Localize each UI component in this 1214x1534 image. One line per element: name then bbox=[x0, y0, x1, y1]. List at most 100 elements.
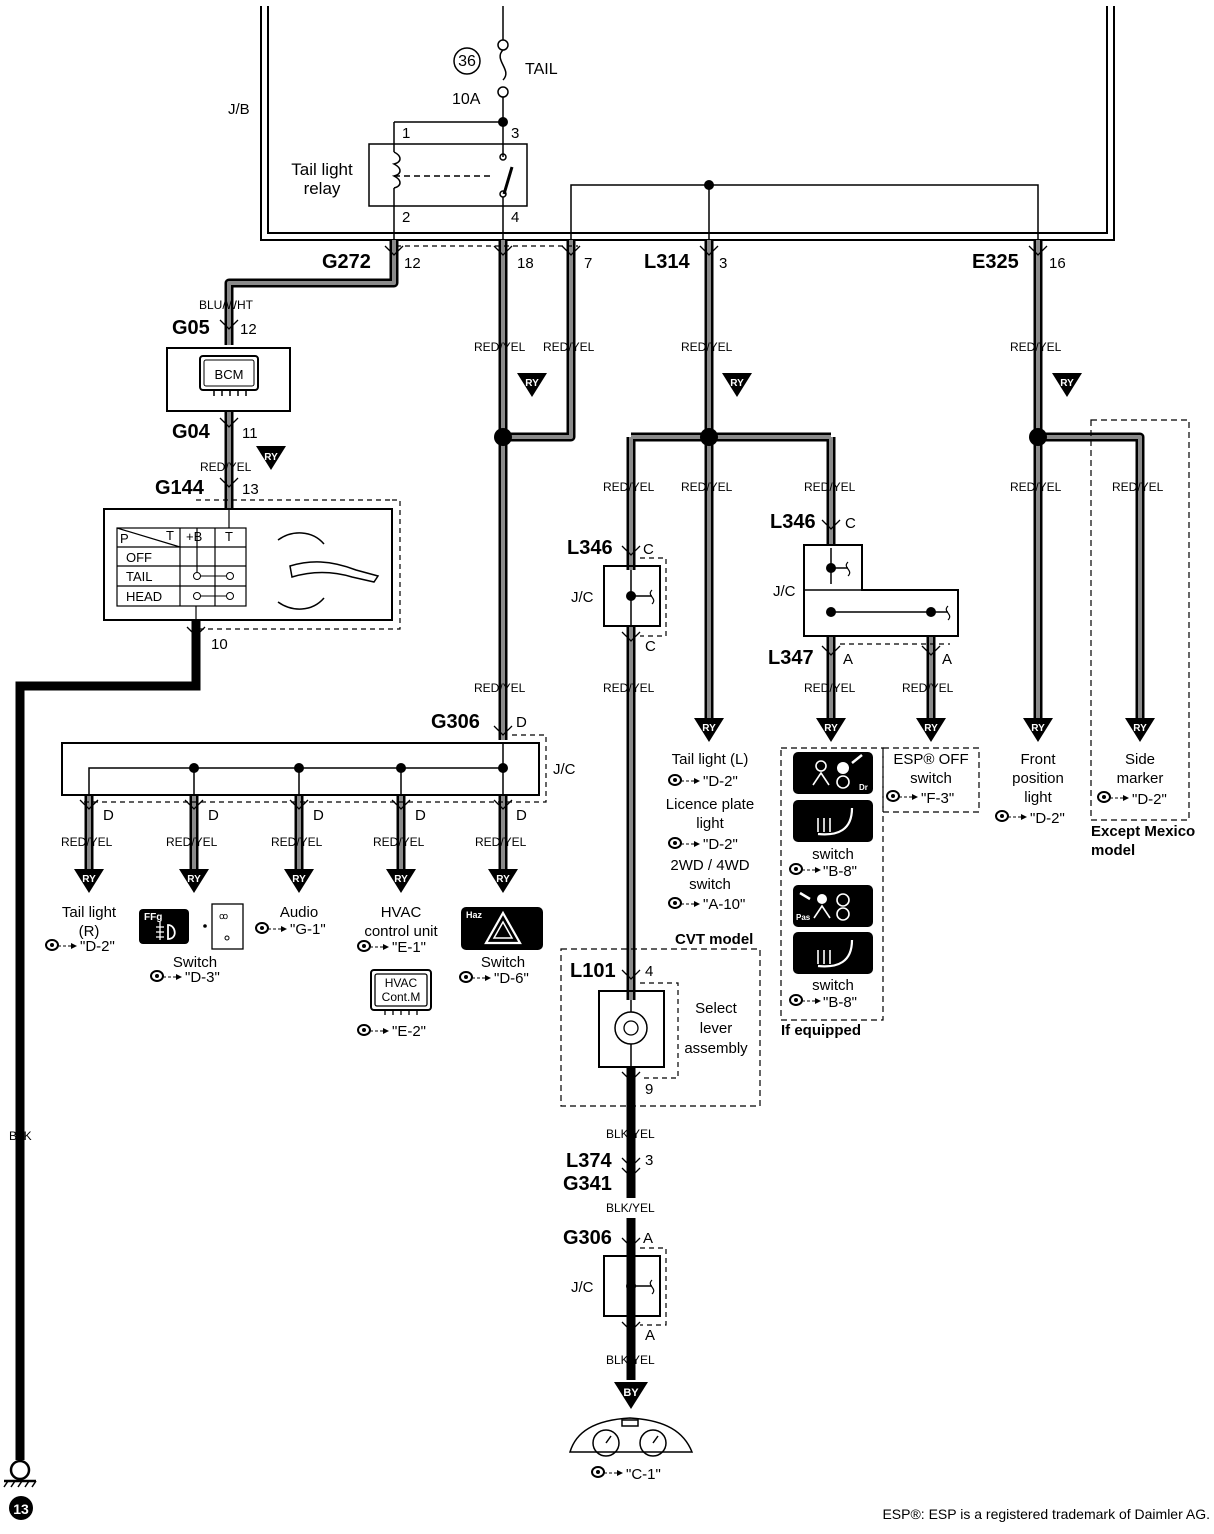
fuse-name: TAIL bbox=[525, 61, 558, 78]
switch-header-t1: T bbox=[166, 528, 174, 543]
wire-color-blu-wht: BLU/WHT bbox=[199, 298, 254, 312]
relay-pin-1: 1 bbox=[402, 125, 410, 142]
conn-g306-top: G306 bbox=[431, 711, 480, 733]
wire-color-blk: BLK bbox=[9, 1129, 32, 1143]
seat-switch-label-2: switch bbox=[812, 977, 854, 994]
relay-junction-dot bbox=[498, 117, 508, 127]
wire-color-l346-bottom: RED/YEL bbox=[603, 681, 655, 695]
ry-d4: RY bbox=[394, 874, 408, 885]
by-badge: BY bbox=[614, 1382, 648, 1409]
esp-line1: ESP® OFF bbox=[893, 751, 968, 768]
conn-g04: G04 bbox=[172, 421, 211, 443]
wire-color-l346-r: RED/YEL bbox=[804, 480, 856, 494]
hvac-line2: control unit bbox=[364, 923, 438, 940]
jc-label-l346: J/C bbox=[571, 589, 594, 606]
conn-l314: L314 bbox=[644, 251, 690, 273]
relay-name-2: relay bbox=[304, 179, 341, 198]
tail-light-relay bbox=[368, 121, 528, 240]
wire-color-blk-yel-1: BLK/YEL bbox=[606, 1127, 655, 1141]
ry-arrows-row1 bbox=[694, 718, 1155, 742]
hvac-unit-2: Cont.M bbox=[382, 990, 421, 1004]
wire-color-d5: RED/YEL bbox=[475, 835, 527, 849]
l347-ticks bbox=[821, 645, 941, 656]
ry-badge-18: RY bbox=[517, 373, 547, 397]
side-marker-2: marker bbox=[1117, 770, 1164, 787]
g144-pin: 13 bbox=[242, 481, 259, 498]
hvac-line1: HVAC bbox=[381, 904, 422, 921]
relay-pin-2: 2 bbox=[402, 209, 410, 226]
eye-icon bbox=[255, 922, 287, 934]
jb-junction-dot bbox=[704, 180, 714, 190]
tail-l-ref1: "D-2" bbox=[703, 773, 738, 790]
except-mexico-1: Except Mexico bbox=[1091, 823, 1195, 840]
hvac-ref: "E-1" bbox=[392, 939, 426, 956]
esp-line2: switch bbox=[910, 770, 952, 787]
eye-icon bbox=[668, 897, 700, 909]
ry-badge-e325: RY bbox=[1052, 373, 1082, 397]
connector-ticks-top bbox=[384, 245, 1048, 256]
eye-icon bbox=[591, 1466, 623, 1478]
jc-g306-bar bbox=[61, 734, 547, 803]
tail-l-ref3: "A-10" bbox=[703, 896, 745, 913]
eye-icon bbox=[357, 1024, 389, 1036]
wire-color-g04: RED/YEL bbox=[200, 460, 252, 474]
svg-text:Pas: Pas bbox=[796, 913, 811, 922]
g306-pin-d1: D bbox=[103, 807, 114, 824]
bcm-label: BCM bbox=[215, 367, 244, 382]
svg-text:Haz: Haz bbox=[466, 910, 483, 920]
g144-bottom-tick bbox=[186, 626, 206, 637]
ry-d2: RY bbox=[187, 874, 201, 885]
front-pos-1: Front bbox=[1020, 751, 1056, 768]
if-equipped-label: If equipped bbox=[781, 1022, 861, 1039]
conn-e325: E325 bbox=[972, 251, 1019, 273]
g306-pin-d2: D bbox=[208, 807, 219, 824]
ry-badge-g04: RY bbox=[256, 446, 286, 470]
except-mexico-2: model bbox=[1091, 842, 1135, 859]
wire-color-18: RED/YEL bbox=[474, 340, 526, 354]
licence-1: Licence plate bbox=[666, 796, 754, 813]
ry-esp: RY bbox=[924, 723, 938, 734]
relay-name-1: Tail light bbox=[291, 160, 353, 179]
seat-ref-2: "B-8" bbox=[823, 994, 857, 1011]
ry-tail-l: RY bbox=[702, 723, 716, 734]
front-pos-2: position bbox=[1012, 770, 1064, 787]
select-lever-1: Select bbox=[695, 1000, 738, 1017]
wire-color-l347-2: RED/YEL bbox=[902, 681, 954, 695]
licence-2: light bbox=[696, 815, 724, 832]
conn-l346-right: L346 bbox=[770, 511, 816, 533]
svg-text:RY: RY bbox=[264, 452, 278, 463]
seat-heater-pad-icon-2 bbox=[793, 932, 873, 974]
wire-junction-dots bbox=[494, 428, 1047, 446]
esp-ref: "F-3" bbox=[921, 790, 954, 807]
seat-switch-label-1: switch bbox=[812, 846, 854, 863]
jc-l346-right-dot1 bbox=[826, 563, 836, 573]
jc-label-l346-right: J/C bbox=[773, 583, 796, 600]
conn-g306-bottom: G306 bbox=[563, 1227, 612, 1249]
fuse-rating: 10A bbox=[452, 91, 481, 108]
fog-switch-ref: "D-3" bbox=[185, 969, 220, 986]
seat-heater-dr-icon: Dr bbox=[793, 752, 873, 794]
ry-front-pos: RY bbox=[1031, 723, 1045, 734]
ground-symbol bbox=[3, 1459, 37, 1520]
jc-g306-bottom-dot bbox=[626, 1281, 636, 1291]
tail-light-r-1: Tail light bbox=[62, 904, 117, 921]
ry-badge-l314: RY bbox=[722, 373, 752, 397]
svg-text:Dr: Dr bbox=[859, 783, 868, 792]
hvac-unit-ref: "E-2" bbox=[392, 1023, 426, 1040]
wire-color-blk-yel-2: BLK/YEL bbox=[606, 1201, 655, 1215]
hvac-control-module bbox=[370, 969, 432, 1015]
eye-icon bbox=[357, 940, 389, 952]
conn-g341: G341 bbox=[563, 1173, 612, 1195]
wire-color-l346: RED/YEL bbox=[603, 480, 655, 494]
select-lever-2: lever bbox=[700, 1020, 733, 1037]
svg-text:BY: BY bbox=[623, 1387, 639, 1399]
g272-pin-18: 18 bbox=[517, 255, 534, 272]
select-lever-3: assembly bbox=[684, 1040, 748, 1057]
g272-pin-7: 7 bbox=[584, 255, 592, 272]
seat-heater-pas-icon: Pas bbox=[793, 885, 873, 927]
jc-label-g306-bottom: J/C bbox=[571, 1279, 594, 1296]
l346-left-pin-bottom: C bbox=[645, 638, 656, 655]
ry-arrows-row2 bbox=[74, 869, 518, 893]
combination-meter-icon bbox=[568, 1417, 694, 1457]
seat-heater-pad-icon-1 bbox=[793, 800, 873, 842]
